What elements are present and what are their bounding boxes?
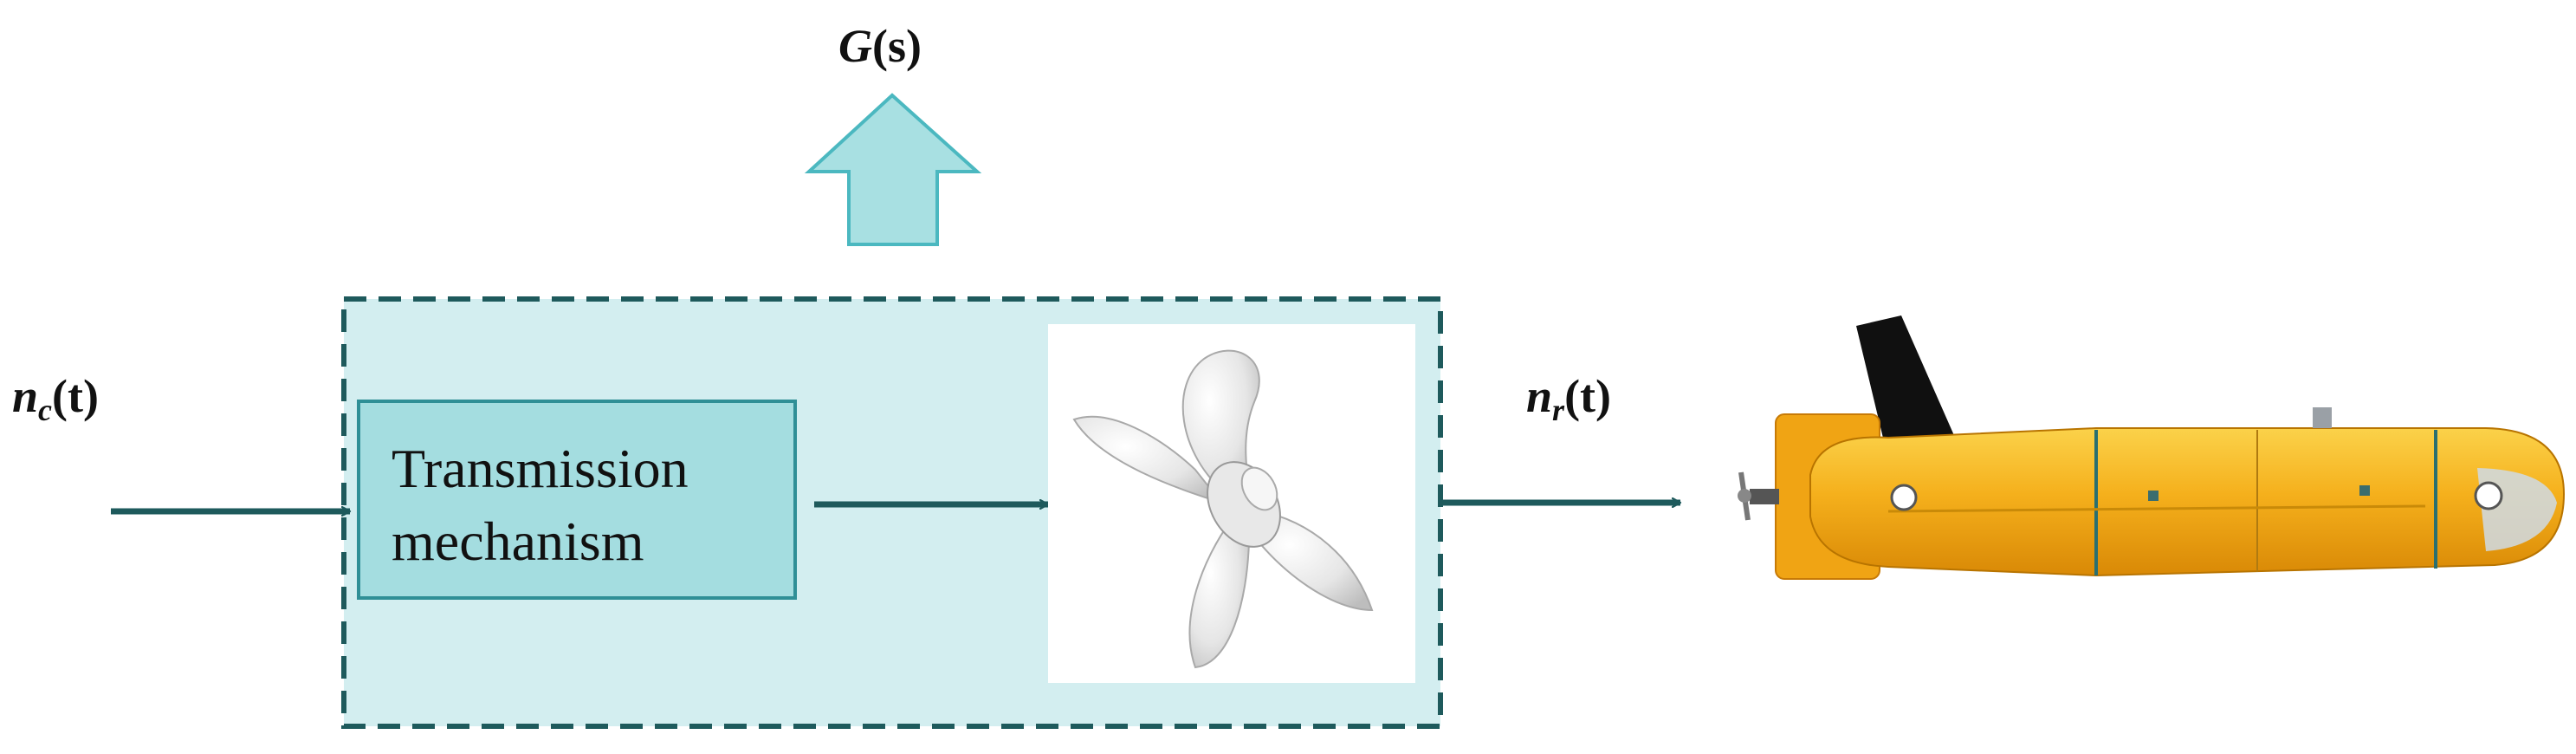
up-arrow-icon xyxy=(804,93,982,246)
transfer-function-label: G(s) xyxy=(838,23,922,69)
output-signal-symbol: n xyxy=(1526,370,1553,422)
input-signal-arg: (t) xyxy=(52,370,99,422)
output-signal-subscript: r xyxy=(1552,393,1565,427)
input-signal-label: nc(t) xyxy=(12,373,99,426)
transmission-mechanism-block: Transmission mechanism xyxy=(357,400,797,600)
block-label-line2: mechanism xyxy=(392,510,644,572)
propeller-panel xyxy=(1048,324,1415,683)
output-signal-label: nr(t) xyxy=(1526,373,1611,426)
transfer-function-symbol: G xyxy=(838,20,872,72)
block-label-line1: Transmission xyxy=(392,438,689,499)
propeller-icon xyxy=(1072,349,1374,669)
output-signal-arg: (t) xyxy=(1564,370,1612,422)
input-signal-subscript: c xyxy=(38,393,53,427)
transmission-mechanism-label: Transmission mechanism xyxy=(392,432,689,578)
input-signal-symbol: n xyxy=(12,370,39,422)
underwater-vehicle-icon xyxy=(1738,315,2566,580)
transfer-function-arg: (s) xyxy=(872,20,922,72)
